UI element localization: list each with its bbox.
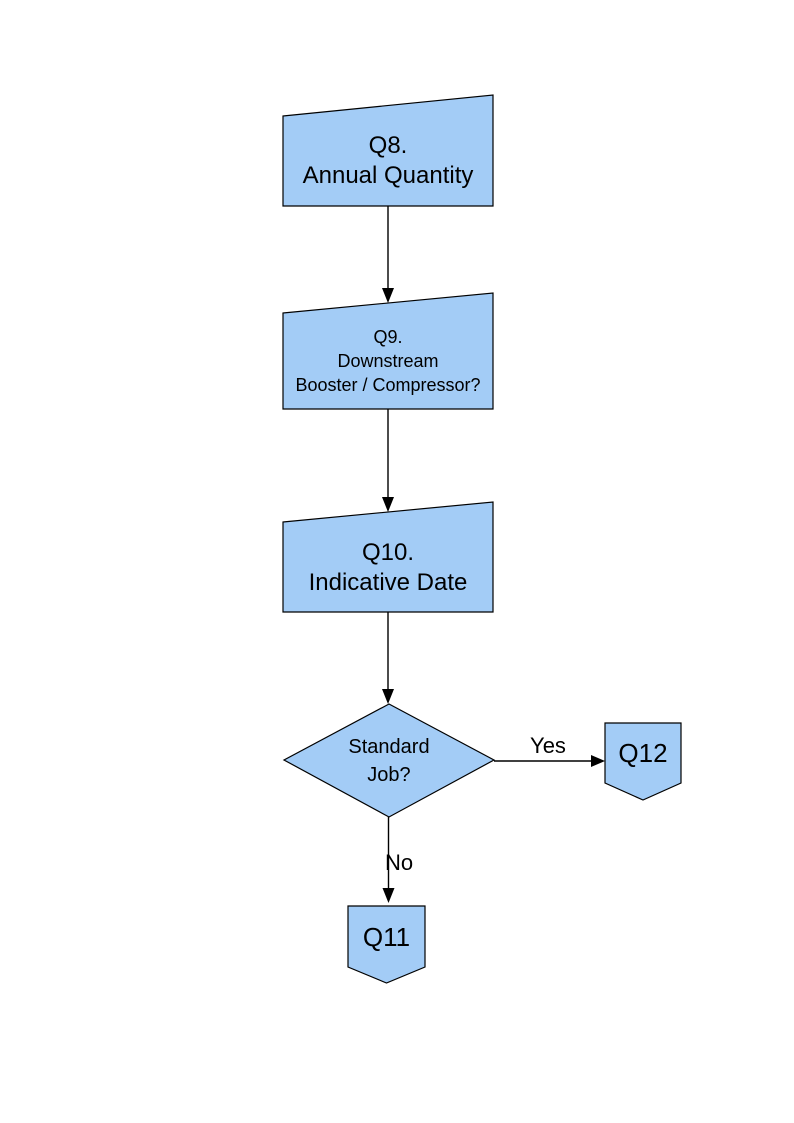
arrowhead-q10-decision-icon	[382, 689, 394, 704]
arrowhead-no-icon	[382, 888, 395, 903]
edge-yes-label: Yes	[530, 733, 566, 758]
edge-no-label: No	[384, 850, 414, 875]
arrowhead-q8-q9-icon	[382, 288, 394, 303]
node-q11-label: Q11	[362, 921, 411, 952]
node-q8-shape	[282, 94, 494, 207]
node-q10-label: Q10. Indicative Date	[308, 539, 468, 596]
node-q8-label: Q8. Annual Quantity	[302, 132, 474, 189]
node-q12-shape	[604, 722, 682, 801]
node-standard-job-label: Standard Job?	[348, 735, 430, 786]
node-q12-label: Q12	[618, 738, 668, 768]
arrowhead-yes-icon	[591, 755, 605, 767]
node-q11-shape	[347, 905, 426, 984]
node-q9-shape	[282, 292, 494, 410]
node-q9-label: Q9. Downstream Booster / Compressor?	[295, 327, 481, 395]
node-q10-shape	[282, 501, 494, 613]
arrowhead-q9-q10-icon	[382, 497, 394, 512]
